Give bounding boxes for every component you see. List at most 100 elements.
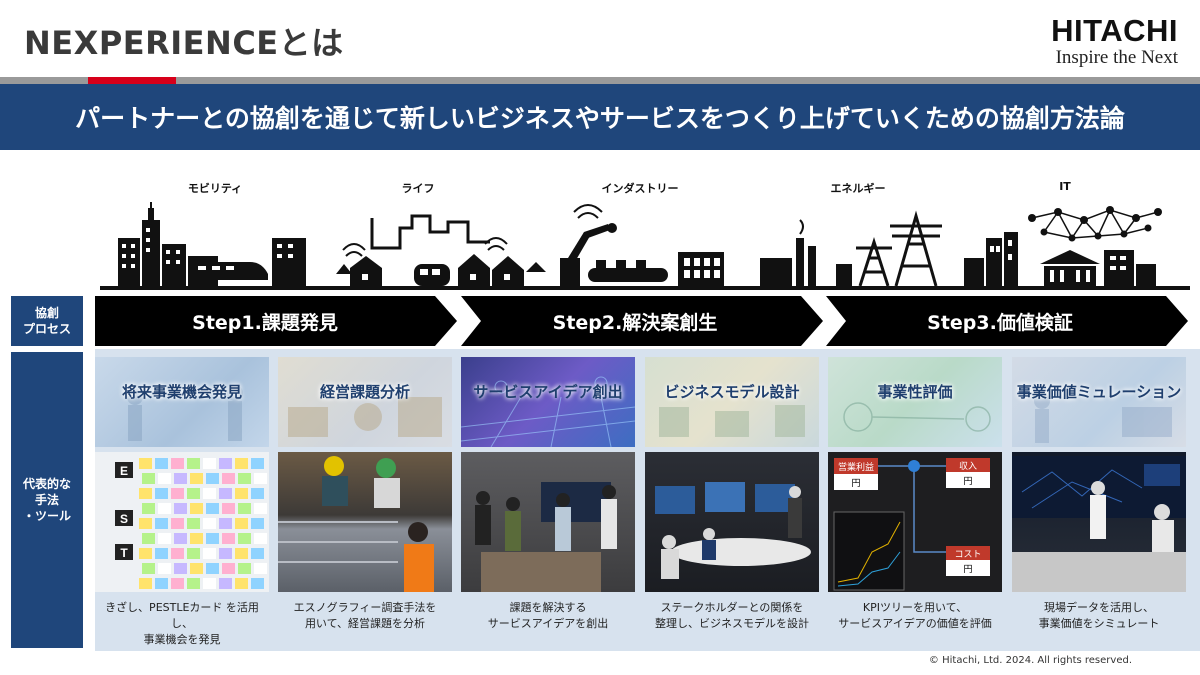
sticky-note [251, 548, 264, 559]
sticky-note [190, 533, 203, 544]
card-4-header: ビジネスモデル設計 [645, 357, 819, 447]
sticky-note [254, 563, 267, 574]
sticky-note [222, 473, 235, 484]
card-1-header: 将来事業機会発見 [95, 357, 269, 447]
header-accent [88, 77, 176, 84]
factory-illustration-graphic [288, 397, 442, 437]
method-card-3: サービスアイデア創出 課題を解決する サービスアイデアを創出 [461, 357, 635, 632]
sticky-note [142, 503, 155, 514]
sticky-note [222, 533, 235, 544]
logo-tagline: Inspire the Next [1055, 47, 1178, 68]
sticky-note [155, 458, 168, 469]
step1-arrow [95, 296, 457, 346]
workers-graphic [278, 456, 434, 592]
simulation-graphic [1034, 393, 1172, 443]
sticky-note [238, 533, 251, 544]
card-5-title: 事業性評価 [877, 383, 953, 401]
skyline-ground [100, 286, 1190, 290]
data-simulation-photo [1012, 452, 1186, 592]
card-2-title: 経営課題分析 [319, 383, 410, 401]
sticky-note [235, 458, 248, 469]
sticky-note [254, 473, 267, 484]
sticky-note [174, 533, 187, 544]
pestle-cards-graphic: E S T [115, 458, 267, 589]
kpi-node-3-unit: 円 [963, 564, 972, 575]
logo-brand: HITACHI [1051, 13, 1178, 48]
sticky-note [187, 458, 200, 469]
methods-side-label: 代表的な 手法 ・ツール [11, 352, 83, 648]
sticky-note [203, 548, 216, 559]
sticky-note [251, 488, 264, 499]
business-model-graphic [659, 405, 805, 437]
card-3-description: 課題を解決する サービスアイデアを創出 [487, 601, 609, 630]
workshop-people-graphic [475, 482, 617, 592]
pestle-letter-s: S [120, 512, 128, 526]
category-life: ライフ [401, 182, 435, 195]
meeting-room-photo [645, 452, 819, 592]
sticky-note [235, 578, 248, 589]
sticky-note [158, 503, 171, 514]
sticky-note [139, 518, 152, 529]
methods-side-label-text: 代表的な 手法 ・ツール [22, 477, 71, 523]
page-title: NEXPERIENCEとは [24, 24, 344, 62]
digital-grid-graphic [461, 376, 635, 447]
kpi-node-2-unit: 円 [963, 476, 972, 487]
sticky-note [219, 578, 232, 589]
sticky-note [174, 563, 187, 574]
pestle-letter-t: T [120, 546, 128, 560]
pestle-wall-photo: E S T [95, 452, 269, 592]
sticky-note [158, 533, 171, 544]
card-4-description: ステークホルダーとの関係を 整理し、ビジネスモデルを設計 [655, 601, 809, 630]
sticky-note [190, 503, 203, 514]
meeting-graphic [655, 482, 811, 579]
category-it: IT [1059, 180, 1071, 193]
sticky-note [235, 488, 248, 499]
step3-arrow [826, 296, 1188, 346]
sticky-note [171, 488, 184, 499]
life-houses-icon [336, 214, 546, 286]
industry-skyline-illustration [100, 202, 1190, 290]
factory-fieldwork-photo [278, 452, 452, 592]
method-card-1: 将来事業機会発見 E S T きざし、PESTLEカード を活用し、 事業機会を… [95, 357, 269, 648]
sticky-note [171, 548, 184, 559]
process-side-label-text: 協創 プロセス [22, 306, 71, 336]
step3-label: Step3.価値検証 [927, 311, 1073, 334]
sticky-note [206, 533, 219, 544]
mobility-city-icon [118, 202, 306, 286]
sticky-note [251, 578, 264, 589]
card-6-header: 事業価値ミュレーション [1012, 357, 1186, 447]
card-2-header: 経営課題分析 [278, 357, 452, 447]
card-1-title: 将来事業機会発見 [121, 383, 242, 401]
kpi-node-1: 営業利益 [838, 461, 874, 473]
sticky-note [158, 563, 171, 574]
sticky-note [219, 548, 232, 559]
step2-label: Step2.解決案創生 [552, 311, 718, 334]
step-arrows [95, 296, 1188, 346]
sticky-note [187, 488, 200, 499]
sticky-note [222, 503, 235, 514]
sticky-note [190, 563, 203, 574]
idea-workshop-photo [461, 452, 635, 592]
sticky-note [142, 533, 155, 544]
step2-arrow [461, 296, 823, 346]
sticky-note [155, 578, 168, 589]
sticky-note [219, 488, 232, 499]
sticky-note [187, 578, 200, 589]
sticky-note [206, 473, 219, 484]
sticky-note [206, 503, 219, 514]
sticky-note [203, 578, 216, 589]
sticky-note [139, 578, 152, 589]
sticky-note [139, 548, 152, 559]
method-card-5: 事業性評価 営業利益 円 収入 円 コスト 円 KPIツリーを用いて、 サービス… [828, 357, 1002, 632]
method-card-6: 事業価値ミュレーション 現場データを活用し、 事業価値をシミュレート [1012, 357, 1186, 632]
energy-plant-icon [760, 210, 942, 287]
banner: パートナーとの協創を通じて新しいビジネスやサービスをつくり上げていくための協創方… [0, 84, 1200, 150]
kpi-node-3: コスト [954, 550, 981, 560]
sticky-note [142, 563, 155, 574]
sticky-note [254, 533, 267, 544]
industry-robot-icon [560, 204, 724, 286]
card-2-description: エスノグラフィー調査手法を 用いて、経営課題を分析 [293, 601, 437, 630]
sticky-note [238, 473, 251, 484]
sticky-note [251, 458, 264, 469]
sticky-note [238, 563, 251, 574]
